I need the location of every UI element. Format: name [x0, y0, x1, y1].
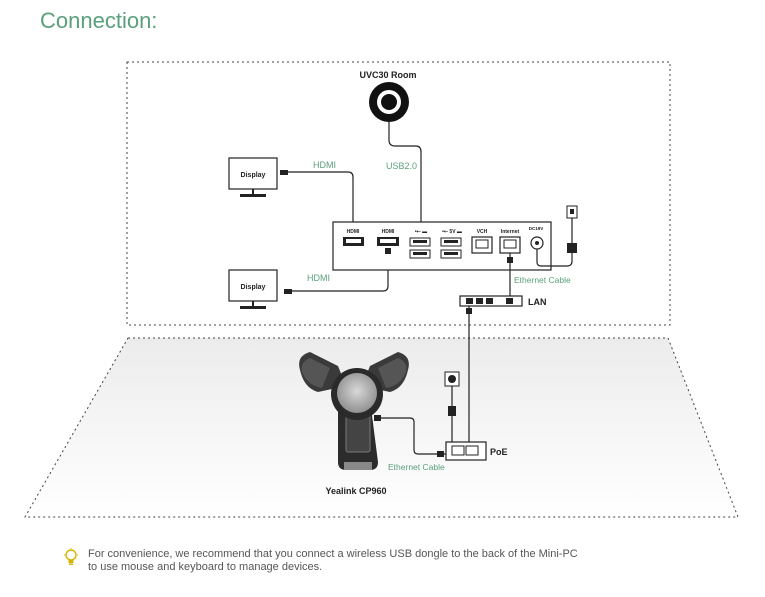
poe-label: PoE	[490, 447, 508, 457]
port-vch-label: VCH	[477, 229, 488, 235]
ethernet-bottom-label: Ethernet Cable	[388, 462, 445, 472]
port-usb1-label: •⇠ ▬	[415, 229, 427, 235]
hdmi-cable-top	[288, 171, 354, 224]
tip-line-1: For convenience, we recommend that you c…	[88, 548, 578, 560]
usb-label: USB2.0	[386, 161, 417, 171]
power-adapter-top	[567, 243, 577, 253]
dc-power-port	[530, 236, 544, 250]
port-hdmi2-label: HDMI	[382, 229, 395, 235]
display-top	[228, 157, 278, 197]
power-cable-top	[536, 249, 573, 267]
uvc30-camera	[369, 82, 409, 122]
port-internet-label: Internet	[501, 229, 520, 235]
internet-port	[499, 236, 521, 254]
poe-power-adapter	[448, 406, 456, 416]
display-bottom-label: Display	[241, 284, 266, 291]
usb-ports-1	[409, 237, 431, 259]
zone-top	[126, 61, 671, 326]
power-plug-top	[566, 205, 578, 219]
tip-note: For convenience, we recommend that you c…	[64, 548, 704, 574]
cp960-label: Yealink CP960	[325, 486, 386, 496]
hdmi-port-1	[343, 237, 364, 246]
usb-cable	[388, 122, 422, 223]
poe-injector	[445, 441, 487, 461]
port-usb2-label: •⇠ 5V ▬	[442, 229, 462, 235]
port-hdmi1-label: HDMI	[347, 229, 360, 235]
vch-port	[471, 236, 493, 254]
ethernet-top-label: Ethernet Cable	[514, 275, 571, 285]
cp960-ethernet-cable	[378, 417, 446, 455]
hdmi-top-label: HDMI	[313, 160, 336, 170]
lightbulb-icon	[64, 548, 78, 565]
hdmi-bottom-label: HDMI	[307, 273, 330, 283]
usb-ports-2	[440, 237, 462, 259]
port-dc-label: DC19V	[529, 226, 544, 231]
lan-label: LAN	[528, 297, 547, 307]
cp960-phone	[299, 352, 409, 470]
uvc30-label: UVC30 Room	[359, 70, 416, 80]
hdmi-cable-bottom	[292, 252, 389, 292]
tip-line-2: to use mouse and keyboard to manage devi…	[88, 561, 323, 573]
zone-room	[24, 337, 739, 518]
hdmi-port-2	[377, 237, 399, 246]
display-top-label: Display	[241, 172, 266, 179]
lan-switch	[459, 295, 523, 307]
display-bottom	[228, 269, 278, 309]
page-title: Connection:	[40, 8, 158, 33]
power-plug-bottom	[444, 371, 460, 387]
